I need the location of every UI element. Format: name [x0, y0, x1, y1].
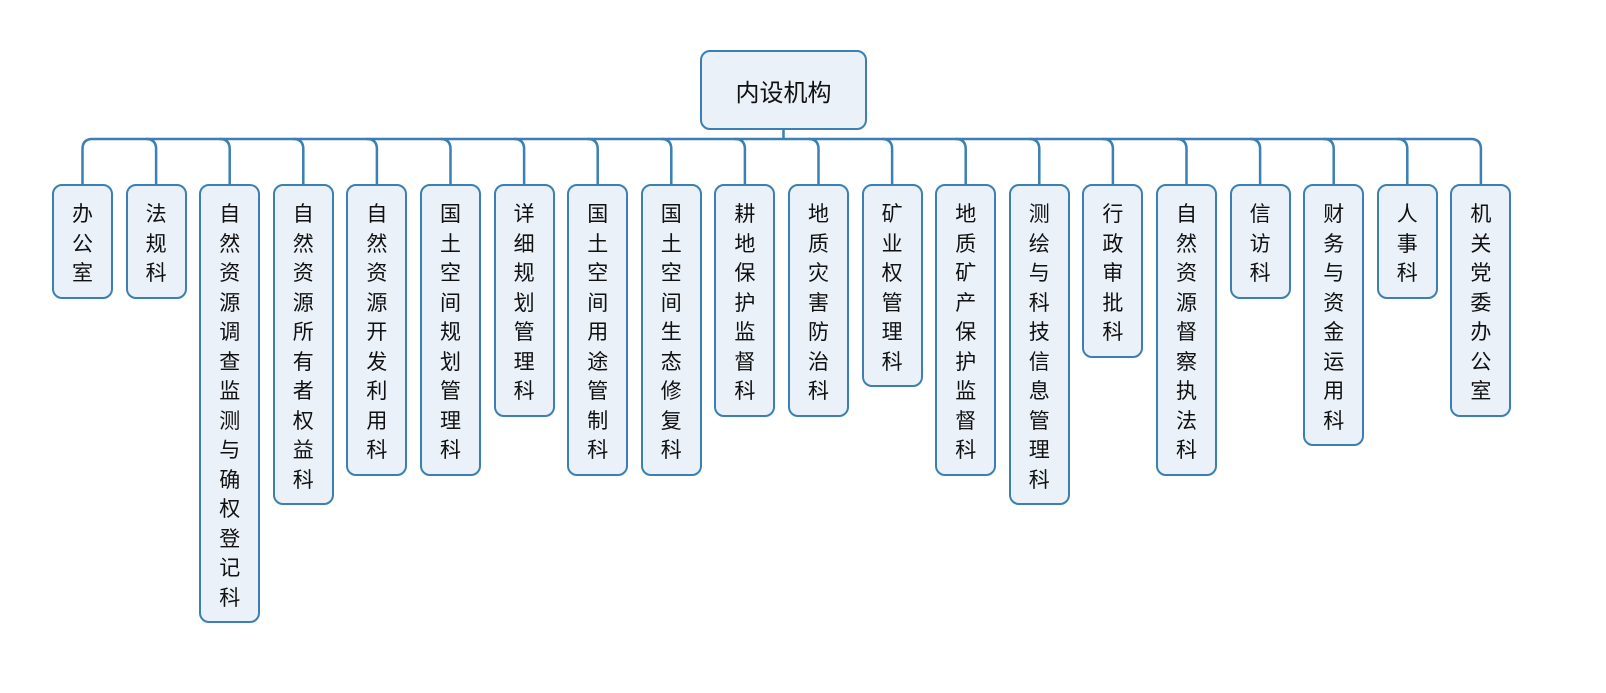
department-label: 国土空间生态修复科 [660, 202, 682, 462]
department-node-party-office: 机关党委办公室 [1450, 184, 1512, 417]
department-label: 自然资源所有者权益科 [292, 202, 314, 492]
branch-connector [1397, 137, 1409, 184]
branch-connector [146, 137, 158, 184]
branch-connector [882, 137, 894, 184]
branch-connector [808, 137, 820, 184]
department-node-mining-rights: 矿业权管理科 [861, 184, 923, 387]
department-node-mineral-protection: 地质矿产保护监督科 [935, 184, 997, 476]
department-label: 地质矿产保护监督科 [955, 202, 977, 462]
department-node-office: 办公室 [52, 184, 113, 299]
department-node-petitions: 信访科 [1229, 184, 1291, 299]
department-node-survey-registration: 自然资源调查监测与确权登记科 [199, 184, 261, 623]
department-label: 矿业权管理科 [881, 202, 903, 374]
department-label: 测绘与科技信息管理科 [1028, 202, 1050, 492]
branch-connector [661, 137, 673, 184]
department-label: 国土空间用途管制科 [587, 202, 609, 462]
department-label: 人事科 [1396, 202, 1418, 285]
department-node-admin-approval: 行政审批科 [1082, 184, 1144, 358]
department-label: 办公室 [72, 202, 93, 285]
branch-connector [734, 137, 747, 184]
department-label: 地质灾害防治科 [808, 202, 829, 403]
department-label: 自然资源调查监测与确权登记科 [219, 202, 241, 610]
department-node-spatial-planning: 国土空间规划管理科 [420, 184, 481, 476]
department-node-development-use: 自然资源开发利用科 [346, 184, 408, 476]
department-node-use-control: 国土空间用途管制科 [567, 184, 629, 476]
department-node-surveying-it: 测绘与科技信息管理科 [1008, 184, 1070, 505]
department-label: 法规科 [145, 202, 167, 285]
branch-connector [955, 137, 967, 184]
department-node-detailed-planning: 详细规划管理科 [493, 184, 555, 417]
department-label: 财务与资金运用科 [1323, 202, 1345, 433]
branch-connector [219, 137, 231, 184]
bus-connector [81, 137, 1483, 184]
branch-connector [1176, 137, 1188, 184]
department-node-enforcement: 自然资源督察执法科 [1156, 184, 1217, 476]
branch-connector [1029, 137, 1041, 184]
branch-connector [587, 137, 599, 184]
department-node-finance: 财务与资金运用科 [1303, 184, 1365, 446]
department-label: 信访科 [1249, 202, 1271, 285]
department-label: 自然资源开发利用科 [366, 202, 388, 462]
department-label: 自然资源督察执法科 [1176, 202, 1197, 462]
department-node-ownership-rights: 自然资源所有者权益科 [272, 184, 334, 505]
department-label: 国土空间规划管理科 [440, 202, 461, 462]
root-node: 内设机构 [700, 50, 867, 130]
branch-connector [1102, 137, 1115, 184]
branch-connector [366, 137, 379, 184]
department-label: 行政审批科 [1102, 202, 1124, 344]
department-node-personnel: 人事科 [1376, 184, 1438, 299]
root-label: 内设机构 [735, 78, 832, 107]
department-node-legal: 法规科 [125, 184, 187, 299]
department-label: 耕地保护监督科 [734, 202, 756, 403]
branch-connector [1250, 137, 1262, 184]
department-node-eco-restoration: 国土空间生态修复科 [640, 184, 702, 476]
branch-connector [514, 137, 526, 184]
department-label: 详细规划管理科 [513, 202, 535, 403]
branch-connector [293, 137, 305, 184]
branch-connector [1323, 137, 1335, 184]
department-label: 机关党委办公室 [1470, 202, 1492, 403]
department-node-geohazard: 地质灾害防治科 [788, 184, 849, 417]
branch-connector [440, 137, 452, 184]
department-node-farmland-protection: 耕地保护监督科 [714, 184, 776, 417]
